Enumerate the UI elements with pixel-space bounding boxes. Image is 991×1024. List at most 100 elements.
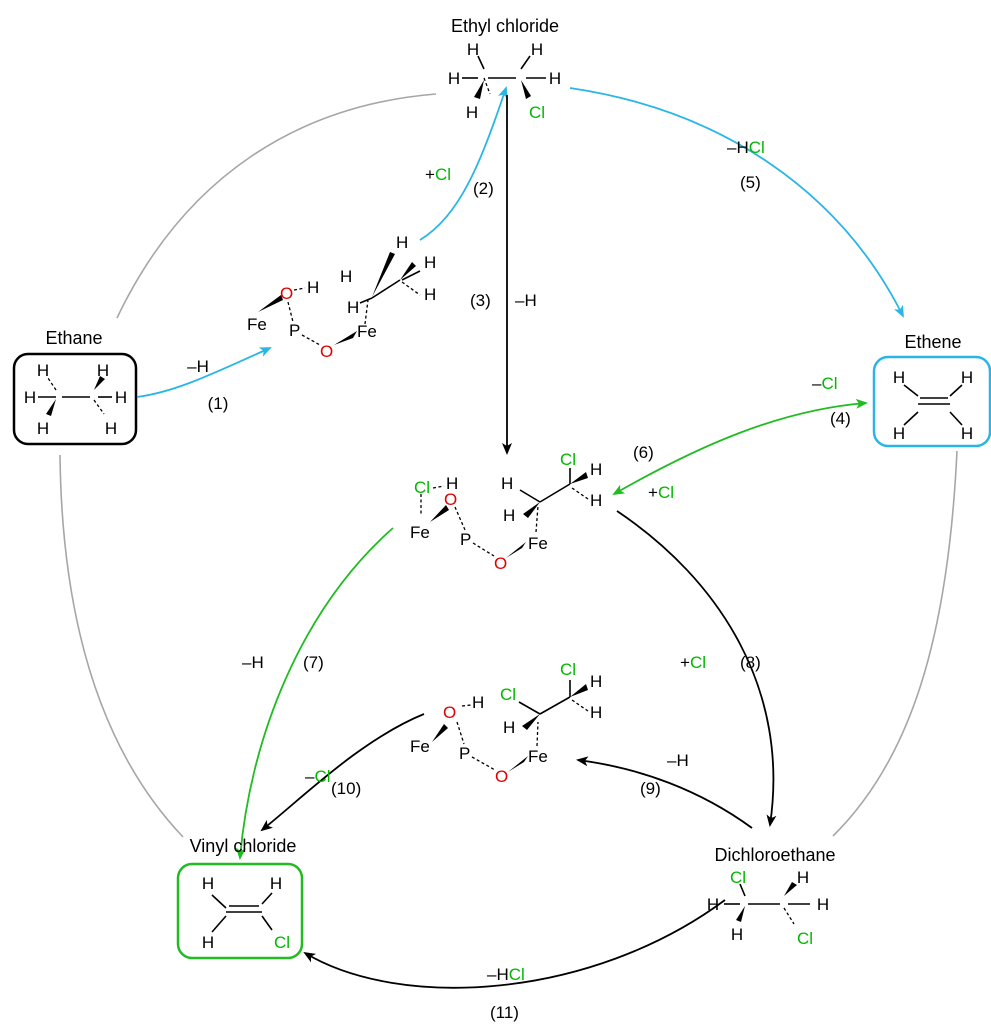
step-10-number: (10) [331, 779, 361, 798]
atom-h: H [37, 361, 49, 380]
ethene-structure: H H H H [893, 368, 973, 443]
atom-h: H [270, 874, 282, 893]
atom-cl: Cl [560, 660, 576, 679]
atom-h: H [340, 267, 352, 286]
arrows [136, 86, 904, 989]
atom-o: O [280, 284, 293, 303]
step-11-number: (11) [490, 1003, 519, 1022]
vinyl-chloride-title: Vinyl chloride [190, 836, 297, 856]
step-9-number: (9) [640, 779, 661, 798]
molecule-titles: Ethyl chloride Ethane Ethene Vinyl chlor… [45, 16, 961, 865]
atom-o: O [494, 554, 507, 573]
arrow-step-9 [576, 756, 753, 829]
step-3-number: (3) [470, 291, 491, 310]
atom-h: H [501, 474, 513, 493]
atom-h: H [503, 506, 515, 525]
atom-cl: Cl [529, 103, 545, 122]
atom-o: O [444, 490, 457, 509]
atom-h: H [466, 103, 478, 122]
arrow-step-1 [136, 347, 272, 398]
step-5-sign: –H [727, 138, 749, 157]
arrow-step-5 [569, 87, 904, 318]
atom-h: H [817, 895, 829, 914]
arrow-step-11 [303, 899, 726, 989]
atom-fe: Fe [528, 534, 548, 553]
step-2-chlorine: Cl [435, 165, 451, 184]
step-7-label: –H [242, 653, 264, 672]
step-7-number: (7) [303, 653, 324, 672]
atom-h: H [590, 491, 602, 510]
atom-h: H [424, 253, 436, 272]
step-11-label: –HCl [487, 965, 525, 984]
ethane-title: Ethane [45, 328, 102, 348]
atom-o: O [495, 767, 508, 786]
step-1-label: –H [187, 357, 209, 376]
atom-o: O [320, 342, 333, 361]
atom-h: H [961, 424, 973, 443]
background-circle [59, 93, 958, 838]
step-6-sign: + [648, 483, 658, 502]
vinyl-chloride-box [176, 862, 304, 960]
ethane-box [12, 352, 138, 446]
atom-h: H [396, 233, 408, 252]
atom-h: H [424, 285, 436, 304]
atom-cl: Cl [500, 685, 516, 704]
ethene-title: Ethene [904, 332, 961, 352]
ethene-box [872, 355, 991, 448]
ethane-structure: H H H H H H [24, 361, 127, 438]
atom-h: H [961, 368, 973, 387]
arrow-step-2 [419, 86, 508, 241]
step-2-label: +Cl [425, 165, 451, 184]
atom-fe: Fe [410, 737, 430, 756]
ethyl-chloride-title: Ethyl chloride [451, 16, 559, 36]
atom-h: H [590, 703, 602, 722]
step-6-number: (6) [633, 443, 654, 462]
atom-h: H [115, 388, 127, 407]
atom-h: H [590, 672, 602, 691]
atom-h: H [467, 40, 479, 59]
atom-h: H [24, 388, 36, 407]
step-1-number: (1) [208, 394, 229, 413]
atom-fe: Fe [410, 523, 430, 542]
atom-fe: Fe [357, 322, 377, 341]
step-10-label: –Cl [305, 767, 331, 786]
step-8-label: +Cl [680, 653, 706, 672]
atom-fe: Fe [528, 747, 548, 766]
step-11-chlorine: Cl [509, 965, 525, 984]
atom-h: H [472, 693, 484, 712]
step-5-chlorine: Cl [749, 138, 765, 157]
step-4-sign: – [812, 374, 822, 393]
atom-cl: Cl [730, 868, 746, 887]
atom-cl: Cl [797, 929, 813, 948]
surface-intermediate-ethyl: Fe O H P O Fe H H H H H [247, 233, 436, 361]
step-8-number: (8) [740, 653, 761, 672]
atom-fe: Fe [247, 315, 267, 334]
atom-h: H [202, 933, 214, 952]
atom-h: H [37, 419, 49, 438]
ethyl-chloride-structure: H H H H H Cl [448, 40, 561, 122]
atom-h: H [893, 424, 905, 443]
atom-cl: Cl [414, 478, 430, 497]
step-4-number: (4) [830, 409, 851, 428]
step-10-chlorine: Cl [314, 767, 330, 786]
surface-intermediate-dichloroethyl: O H Fe P O Fe Cl H Cl H H [410, 660, 602, 786]
step-9-label: –H [667, 751, 689, 770]
arrow-step-4-6 [612, 398, 868, 495]
atom-p: P [460, 530, 471, 549]
atom-h: H [797, 868, 809, 887]
atom-h: H [97, 361, 109, 380]
circle-arc-left [59, 454, 184, 838]
step-4-chlorine: Cl [821, 374, 837, 393]
step-labels: –H (1) +Cl (2) (3) –H –HCl (5) –Cl (4) (… [187, 138, 851, 1022]
atom-o: O [443, 703, 456, 722]
step-4-label: –Cl [812, 374, 838, 393]
step-8-sign: + [680, 653, 690, 672]
step-5-label: –HCl [727, 138, 765, 157]
atom-h: H [590, 460, 602, 479]
dichloroethane-title: Dichloroethane [714, 845, 835, 865]
atom-p: P [289, 321, 300, 340]
atom-h: H [503, 718, 515, 737]
step-10-sign: – [305, 767, 315, 786]
arrow-step-8 [616, 510, 777, 827]
surface-intermediate-chloroethyl: Cl H O Fe P O Fe H H Cl H H [410, 450, 602, 573]
